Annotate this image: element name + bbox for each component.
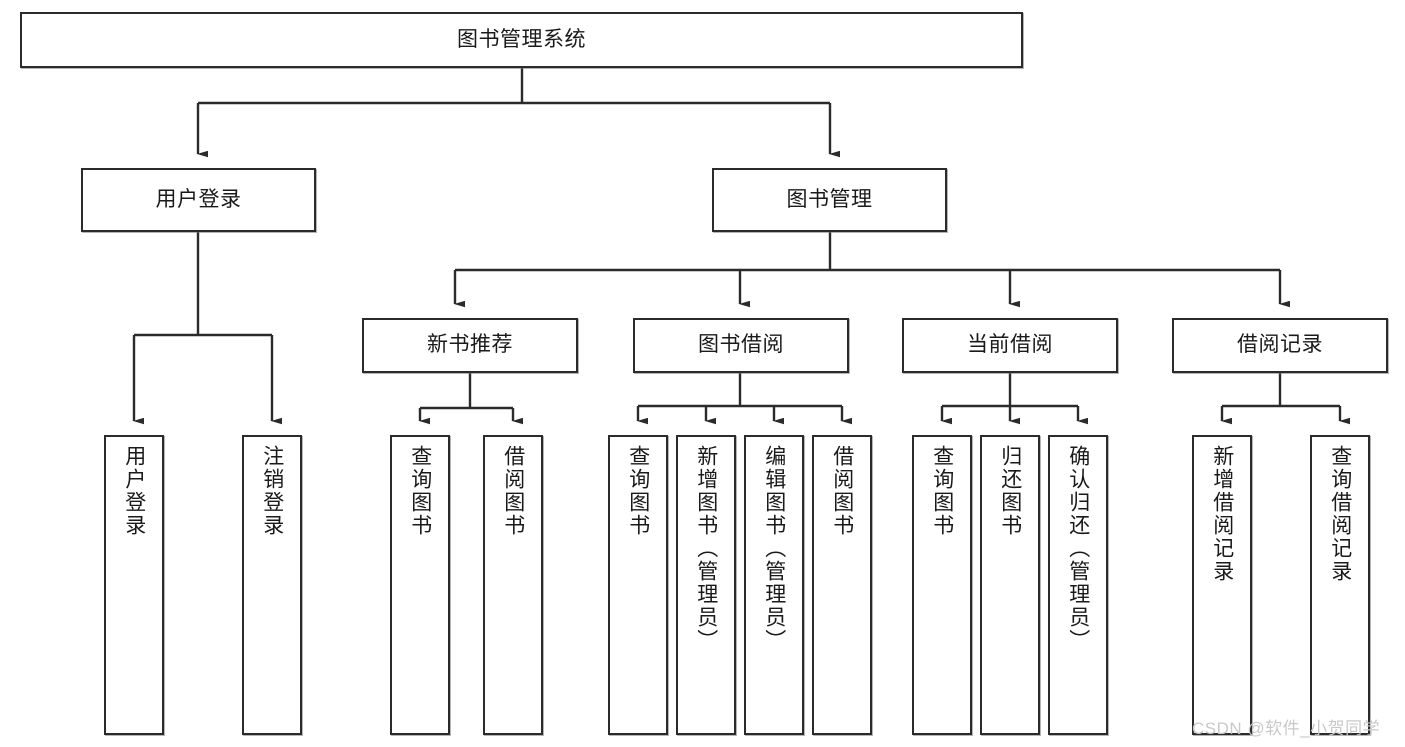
node-label: 编辑图书（管理员） (762, 445, 786, 652)
leaf-confirm-return-admin[interactable]: 确认归还（管理员） (1048, 435, 1108, 735)
node-label: 图书管理系统 (457, 27, 586, 51)
leaf-query-book-current[interactable]: 查询图书 (912, 435, 972, 735)
csdn-watermark: CSDN @软件_小贺同学 (1192, 719, 1381, 738)
node-label: 注销登录 (260, 445, 284, 537)
node-label: 用户登录 (122, 445, 146, 537)
leaf-add-borrow-record[interactable]: 新增借阅记录 (1192, 435, 1252, 735)
node-label: 归还图书 (998, 445, 1022, 537)
leaf-query-borrow-record[interactable]: 查询借阅记录 (1310, 435, 1370, 735)
leaf-return-book[interactable]: 归还图书 (980, 435, 1040, 735)
node-label: 借阅图书 (501, 445, 525, 537)
node-label: 用户登录 (155, 187, 242, 211)
node-label: 新书推荐 (427, 333, 513, 357)
node-label: 图书借阅 (698, 333, 784, 357)
leaf-edit-book-admin[interactable]: 编辑图书（管理员） (744, 435, 804, 735)
node-label: 当前借阅 (967, 333, 1053, 357)
leaf-borrow-book[interactable]: 借阅图书 (812, 435, 872, 735)
leaf-add-book-admin[interactable]: 新增图书（管理员） (676, 435, 736, 735)
node-book-borrow[interactable]: 图书借阅 (633, 318, 849, 373)
leaf-query-book-borrow[interactable]: 查询图书 (608, 435, 668, 735)
leaf-borrow-book-recommend[interactable]: 借阅图书 (483, 435, 543, 735)
node-label: 图书管理 (786, 187, 873, 211)
leaf-user-login[interactable]: 用户登录 (104, 435, 164, 735)
leaf-logout[interactable]: 注销登录 (242, 435, 302, 735)
node-label: 借阅记录 (1237, 333, 1323, 357)
node-new-book-recommend[interactable]: 新书推荐 (362, 318, 578, 373)
node-label: 查询图书 (408, 445, 432, 537)
node-label: 确认归还（管理员） (1066, 445, 1090, 652)
leaf-query-book-recommend[interactable]: 查询图书 (390, 435, 450, 735)
node-label: 新增借阅记录 (1210, 445, 1234, 583)
node-book-management[interactable]: 图书管理 (712, 168, 947, 232)
node-user-login[interactable]: 用户登录 (81, 168, 316, 232)
node-root[interactable]: 图书管理系统 (20, 12, 1023, 68)
node-current-borrow[interactable]: 当前借阅 (902, 318, 1118, 373)
node-label: 查询图书 (626, 445, 650, 537)
node-label: 借阅图书 (830, 445, 854, 537)
node-borrow-records[interactable]: 借阅记录 (1172, 318, 1388, 373)
node-label: 查询借阅记录 (1328, 445, 1352, 583)
node-label: 查询图书 (930, 445, 954, 537)
node-label: 新增图书（管理员） (694, 445, 718, 652)
